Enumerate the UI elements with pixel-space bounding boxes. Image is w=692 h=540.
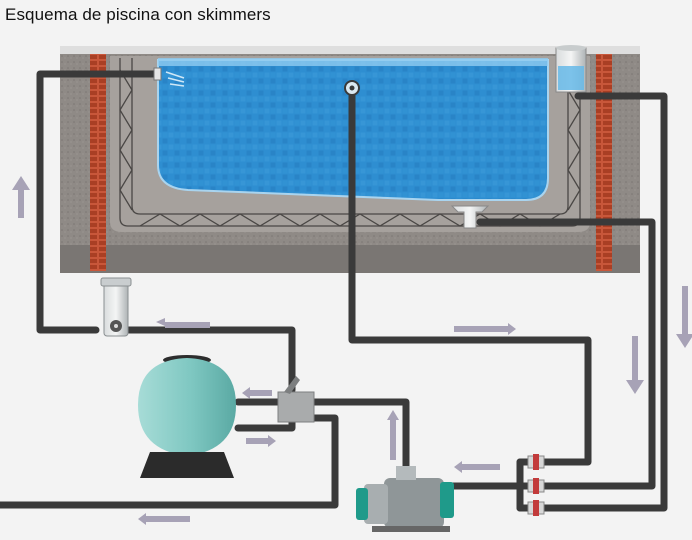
return-left-arrow [156, 316, 210, 328]
return-up-arrow [12, 176, 30, 218]
inlet-icon [450, 205, 490, 229]
wall-inlet [450, 205, 490, 229]
brick-wall-left [90, 54, 106, 271]
valve-inlet [527, 478, 545, 494]
coping [60, 46, 640, 54]
filter-in-arrow [242, 387, 272, 399]
inlet-pipe [476, 218, 656, 490]
multiport-valve-icon [277, 391, 315, 423]
suction-valves [527, 454, 545, 516]
suction-manifold [448, 458, 524, 512]
skimmer-pipe [516, 92, 668, 512]
return-jet-lines [165, 71, 185, 87]
chlorinator [100, 277, 132, 337]
valve-drain [527, 454, 545, 470]
filter-tank-icon [138, 358, 236, 456]
nozzle-icon [153, 67, 162, 81]
brick-wall-right [596, 54, 612, 271]
pipe-network [0, 70, 668, 512]
waste-pipe [0, 414, 339, 509]
skimmer [555, 45, 587, 93]
pump-icon [384, 478, 444, 528]
valve-skimmer [527, 500, 545, 516]
pump-out-arrow [387, 410, 399, 460]
flow-arrows [12, 176, 692, 525]
filter-out-arrow [246, 435, 276, 447]
drain-flow-arrow [454, 323, 516, 335]
pump [356, 466, 454, 532]
diagram-title: Esquema de piscina con skimmers [5, 5, 271, 24]
skimmer-down-arrow-1 [626, 336, 644, 394]
skimmer-down-arrow-2 [676, 286, 692, 348]
waste-arrow [138, 513, 190, 525]
return-nozzle [153, 67, 185, 87]
pump-in-arrow [454, 461, 500, 473]
return-pipe [36, 70, 296, 394]
drain-pipe [348, 86, 592, 466]
pump-discharge-pipe [308, 398, 410, 472]
sand-filter [138, 355, 236, 478]
bottom-drain [344, 80, 360, 96]
selector-valve [277, 376, 315, 423]
water-surface [158, 58, 548, 66]
